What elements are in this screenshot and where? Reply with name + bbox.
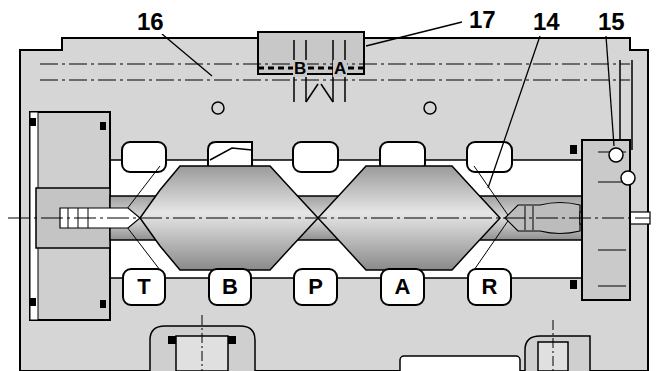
port-letter: A — [395, 276, 411, 298]
port-letter: P — [308, 276, 323, 298]
callout-number: 17 — [467, 8, 498, 32]
port-chamber: B — [208, 268, 252, 306]
port-name: B — [293, 60, 307, 77]
port-letter: T — [137, 276, 150, 298]
port-chamber: A — [380, 268, 425, 306]
port-chamber: T — [122, 268, 166, 306]
callout-number: 15 — [596, 10, 627, 34]
callout-number: 16 — [135, 10, 166, 34]
callout-number: 14 — [531, 10, 562, 34]
port-letter: B — [222, 276, 238, 298]
port-chamber: R — [467, 268, 512, 306]
port-chamber: P — [293, 268, 338, 306]
port-name: A — [333, 60, 347, 77]
port-letter: R — [482, 276, 498, 298]
